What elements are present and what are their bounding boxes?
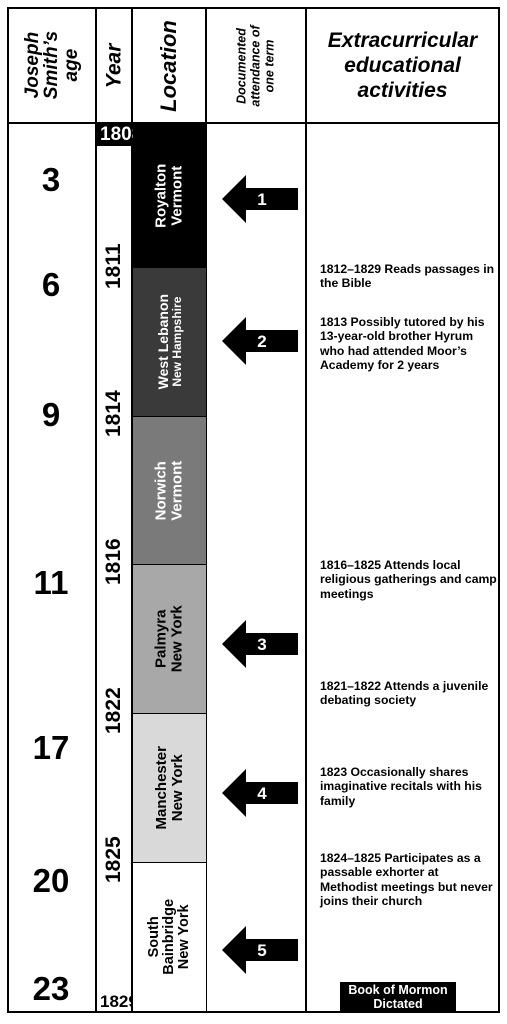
header-divider [7, 122, 500, 124]
age-label: 11 [33, 564, 69, 601]
header-location-text: Location [156, 19, 182, 112]
location-block-south-bainbridge: South Bainbridge New York [133, 863, 206, 1011]
location-line: Vermont [168, 165, 186, 226]
location-line: Manchester [152, 746, 170, 830]
year-label: 1811 [102, 243, 125, 289]
location-line: Royalton [152, 163, 170, 228]
arrow-number: 1 [257, 190, 266, 209]
location-line: New York [176, 904, 193, 970]
year-label: 1822 [102, 687, 125, 734]
year-label: 1825 [102, 836, 125, 883]
header-year-text: Year [102, 43, 126, 88]
age-label: 9 [41, 396, 61, 433]
header-activities-line: educational [344, 53, 461, 77]
location-line: New York [168, 754, 186, 822]
attendance-arrow-icon: 4 [222, 769, 298, 817]
age-label: 6 [41, 266, 61, 303]
arrow-number: 2 [257, 332, 266, 351]
arrow-number: 4 [257, 784, 267, 803]
attendance-arrow-icon: 2 [222, 317, 298, 365]
age-label: 23 [32, 970, 70, 1007]
header-attendance-line: attendance of [248, 24, 263, 107]
header-age-line: age [60, 49, 82, 82]
header-location: Location [133, 9, 205, 122]
location-line: South [145, 916, 162, 958]
location-line: West Lebanon [154, 294, 171, 390]
badge-line: Dictated [373, 997, 423, 1011]
activity-entry: 1812–1829 Reads passages in the Bible [320, 262, 495, 291]
divider-location-attendance [205, 7, 207, 1013]
location-line: New Hampshire [169, 296, 184, 388]
location-block-palmyra: Palmyra New York [133, 565, 206, 714]
header-activities: Extracurricular educational activities [307, 9, 498, 122]
divider-attendance-activities [305, 7, 307, 1013]
divider-age-year [95, 7, 97, 1013]
arrow-number: 3 [257, 635, 266, 654]
activity-entry: 1816–1825 Attends local religious gather… [320, 558, 497, 601]
badge-line: Book of Mormon [348, 983, 448, 997]
attendance-arrow-icon: 1 [222, 175, 298, 223]
header-activities-line: Extracurricular [327, 28, 478, 52]
age-label: 17 [32, 729, 70, 766]
divider-year-location [131, 7, 133, 1013]
header-age-line: Smith’s [41, 31, 63, 100]
header-age: Joseph Smith’s age [9, 9, 95, 122]
attendance-arrow-icon: 5 [222, 926, 298, 974]
location-line: Bainbridge [160, 899, 177, 975]
location-block-west-lebanon: West Lebanon New Hampshire [133, 268, 206, 417]
year-label: 1816 [102, 538, 125, 585]
activity-entry: 1824–1825 Participates as a passable exh… [320, 851, 493, 909]
book-of-mormon-badge: Book of Mormon Dictated [340, 982, 456, 1012]
location-line: Norwich [152, 460, 170, 521]
attendance-arrow-icon: 3 [222, 620, 298, 668]
header-age-line: Joseph [21, 32, 43, 99]
chart-frame [7, 7, 500, 1013]
activity-entry: 1823 Occasionally shares imaginative rec… [320, 765, 482, 808]
location-line: Vermont [168, 460, 186, 521]
activity-entry: 1813 Possibly tutored by his 13-year-old… [320, 315, 485, 373]
year-label: 1814 [102, 390, 125, 437]
age-label: 3 [41, 161, 61, 198]
header-attendance-line: one term [262, 39, 277, 92]
end-year-label: 1829 [100, 992, 138, 1011]
location-block-royalton: Royalton Vermont [133, 124, 206, 268]
location-line: New York [168, 605, 186, 673]
location-block-manchester: Manchester New York [133, 714, 206, 863]
age-label: 20 [32, 862, 70, 899]
header-year: Year [97, 9, 131, 122]
location-block-norwich: Norwich Vermont [133, 417, 206, 565]
location-line: Palmyra [152, 609, 170, 669]
header-activities-line: activities [357, 79, 448, 103]
activity-entry: 1821–1822 Attends a juvenile debating so… [320, 679, 489, 708]
header-attendance: Documented attendance of one term [207, 9, 305, 122]
arrow-number: 5 [257, 941, 266, 960]
header-attendance-line: Documented [234, 27, 249, 104]
